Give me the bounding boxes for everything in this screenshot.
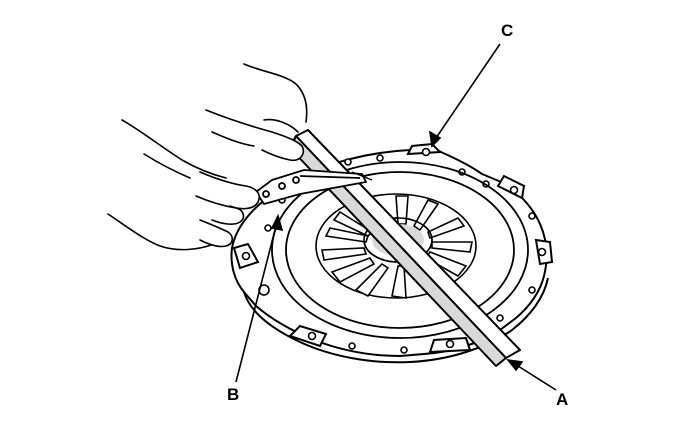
callout-label-c: C [501, 21, 514, 40]
arrowhead-c [428, 130, 442, 148]
callout-label-a: A [556, 390, 569, 409]
callout-leaders [235, 43, 557, 391]
cover-inner-ring [271, 161, 529, 339]
lower-hand [107, 119, 261, 251]
arrowhead-b [270, 213, 284, 232]
arrowhead-a [506, 358, 524, 372]
callout-label-b: B [227, 385, 240, 404]
straight-edge [289, 129, 521, 367]
feeler-gauge [255, 169, 373, 205]
upper-hand [205, 63, 308, 162]
